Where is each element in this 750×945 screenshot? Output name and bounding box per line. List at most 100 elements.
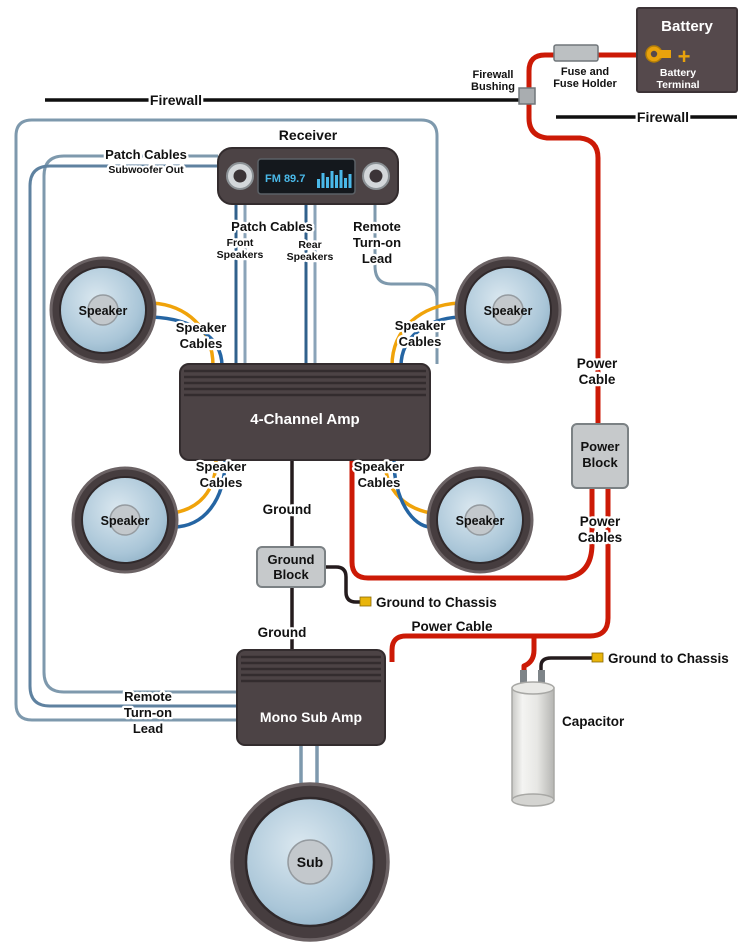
speaker-cable-fr-yellow bbox=[390, 301, 460, 367]
chassis-lug-1 bbox=[359, 596, 372, 607]
power-block-body bbox=[571, 423, 629, 489]
eq-bar bbox=[335, 175, 338, 188]
speaker-label: Speaker bbox=[456, 514, 505, 528]
monoamp-label: Mono Sub Amp bbox=[260, 709, 362, 725]
speaker-label: Speaker bbox=[484, 304, 533, 318]
receiver-eq-bars bbox=[317, 170, 352, 188]
speaker-front-left: Speaker bbox=[49, 256, 157, 364]
speaker-label: Speaker bbox=[79, 304, 128, 318]
battery-terminal-hole bbox=[650, 50, 658, 58]
capacitor-top bbox=[511, 681, 555, 695]
receiver-knob-left-center bbox=[233, 169, 247, 183]
capacitor-body bbox=[511, 687, 555, 801]
battery: Battery + Battery Terminal bbox=[636, 7, 738, 93]
receiver-title: Receiver bbox=[279, 127, 338, 143]
remote-top-label-1: Remote bbox=[353, 219, 401, 234]
labels: Fuse and Fuse Holder Firewall Bushing Fi… bbox=[103, 64, 731, 739]
speaker-cables-fr-2: Cables bbox=[399, 334, 442, 349]
remote-bottom-label-3: Lead bbox=[133, 721, 163, 736]
receiver-display-text: FM 89.7 bbox=[265, 173, 305, 185]
battery-terminal-label-1: Battery bbox=[660, 67, 696, 79]
eq-bar bbox=[348, 174, 352, 188]
ground-block-label-1: Ground bbox=[268, 552, 315, 567]
firewall-label-right: Firewall bbox=[637, 109, 689, 125]
speaker-cable-fr-blue bbox=[399, 315, 460, 367]
speaker-cables-rr-2: Cables bbox=[358, 475, 401, 490]
subwoofer-out-label: Subwoofer Out bbox=[108, 164, 184, 176]
power-cables bbox=[349, 52, 648, 674]
receiver-knob-right-center bbox=[369, 169, 383, 183]
power-cables-label-1: Power bbox=[580, 514, 621, 529]
fuse-label-2: Fuse Holder bbox=[553, 78, 617, 90]
remote-lead-wire-loop bbox=[14, 118, 439, 722]
speaker-cables-wires bbox=[151, 301, 460, 529]
speaker-cable-rl-yellow bbox=[172, 459, 218, 515]
patch-cables-left-label: Patch Cables bbox=[105, 147, 187, 162]
speaker-cable-fl-yellow bbox=[151, 301, 215, 367]
speaker-rear-left: Speaker bbox=[71, 466, 179, 574]
monoamp-heatsink-fins bbox=[241, 655, 381, 683]
remote-top-label-2: Turn-on bbox=[353, 235, 401, 250]
ground-block-label-2: Block bbox=[273, 567, 309, 582]
battery-terminal-label-2: Terminal bbox=[657, 79, 700, 91]
firewall-bushing bbox=[518, 87, 536, 105]
speaker-label: Speaker bbox=[101, 514, 150, 528]
front-speakers-label-2: Speakers bbox=[217, 249, 264, 261]
signal-wires bbox=[14, 118, 439, 790]
speaker-dustcap bbox=[464, 504, 496, 536]
receiver: FM 89.7 bbox=[217, 147, 399, 205]
power-block-label-2: Block bbox=[582, 455, 618, 470]
ground-wire-to-chassis-2 bbox=[539, 656, 592, 674]
chassis-lug-2 bbox=[591, 652, 604, 663]
sub-label: Sub bbox=[297, 854, 323, 870]
speaker-cables-rl-2: Cables bbox=[200, 475, 243, 490]
remote-bottom-label-2: Turn-on bbox=[124, 705, 172, 720]
eq-bar bbox=[326, 177, 329, 188]
speaker-cable-fl-blue bbox=[151, 315, 224, 367]
four-channel-amp: 4-Channel Amp bbox=[179, 363, 431, 461]
ground-wire-to-chassis-1 bbox=[325, 565, 362, 604]
power-cable-mono-label: Power Cable bbox=[411, 619, 493, 634]
subwoofer: Sub bbox=[230, 782, 390, 942]
capacitor-terminal-left bbox=[520, 670, 527, 688]
ground-to-chassis-label-1: Ground to Chassis bbox=[376, 595, 497, 610]
ground-label-top: Ground bbox=[263, 502, 312, 517]
speaker-cables-rr-1: Speaker bbox=[354, 459, 405, 474]
ground-block: Ground Block bbox=[256, 546, 326, 588]
ground-to-chassis-label-2: Ground to Chassis bbox=[608, 651, 729, 666]
fuse-holder bbox=[553, 44, 599, 62]
capacitor-bottom bbox=[511, 793, 555, 807]
remote-bottom-label-1: Remote bbox=[124, 689, 172, 704]
fuse-label-1: Fuse and bbox=[561, 66, 609, 78]
mono-sub-amp: Mono Sub Amp bbox=[236, 649, 386, 746]
battery-plus-sign: + bbox=[678, 44, 691, 69]
firewall-label-left: Firewall bbox=[150, 92, 202, 108]
battery-body bbox=[636, 7, 738, 93]
power-cable-block-to-amp4 bbox=[349, 460, 595, 581]
ground-wires bbox=[290, 460, 592, 674]
subwoofer-patch-wire-1 bbox=[42, 154, 237, 694]
capacitor bbox=[511, 670, 555, 807]
speaker-front-right: Speaker bbox=[454, 256, 562, 364]
rear-speakers-label-2: Speakers bbox=[287, 251, 334, 263]
firewall-lines bbox=[45, 98, 737, 119]
power-block-label-1: Power bbox=[580, 439, 619, 454]
power-cable-battery-to-block bbox=[526, 52, 648, 424]
speaker-rear-right: Speaker bbox=[426, 466, 534, 574]
power-block: Power Block bbox=[571, 423, 629, 489]
subwoofer-patch-wire-2 bbox=[28, 164, 237, 708]
rear-speakers-label-1: Rear bbox=[298, 239, 321, 251]
eq-bar bbox=[317, 179, 320, 188]
speaker-dustcap bbox=[87, 294, 119, 326]
speaker-cables-rl-1: Speaker bbox=[196, 459, 247, 474]
speaker-cable-rl-blue bbox=[172, 459, 227, 529]
power-cable-right-label-1: Power bbox=[577, 356, 618, 371]
remote-top-label-3: Lead bbox=[362, 251, 392, 266]
capacitor-label: Capacitor bbox=[562, 714, 625, 729]
ground-label-bottom: Ground bbox=[258, 625, 307, 640]
capacitor-terminal-right bbox=[538, 670, 545, 688]
eq-bar bbox=[330, 171, 334, 188]
sub-dustcap bbox=[287, 839, 333, 885]
